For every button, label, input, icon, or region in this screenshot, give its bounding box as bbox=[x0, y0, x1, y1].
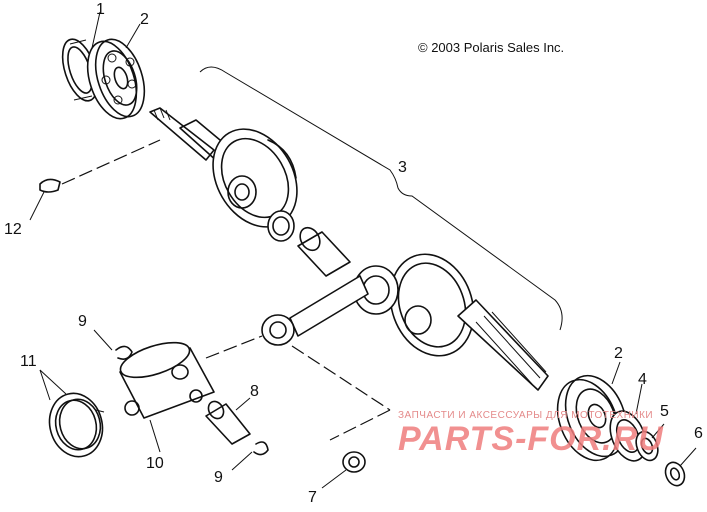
callout-5: 5 bbox=[660, 403, 669, 420]
callout-9-lower: 9 bbox=[214, 469, 223, 486]
part-11-piston-rings bbox=[48, 392, 105, 458]
part-3-needle-bearing bbox=[267, 210, 295, 242]
callout-2-top: 2 bbox=[140, 11, 149, 28]
part-3-bracket bbox=[199, 66, 563, 331]
assembly-lines bbox=[61, 139, 391, 441]
callout-2-bottom: 2 bbox=[614, 345, 623, 362]
callout-6: 6 bbox=[694, 425, 703, 442]
watermark-brand: PARTS-FOR.RU bbox=[398, 420, 664, 458]
part-9-circlip-upper bbox=[115, 345, 133, 360]
part-2-bearing-top bbox=[86, 38, 146, 120]
part-5-spacer bbox=[635, 430, 659, 462]
part-3-crank-half-right bbox=[389, 253, 549, 391]
callout-11: 11 bbox=[20, 353, 37, 370]
leader-lines bbox=[29, 11, 697, 489]
callout-3: 3 bbox=[398, 159, 407, 176]
callout-9-upper: 9 bbox=[78, 313, 87, 330]
part-9-circlip-lower bbox=[253, 441, 269, 456]
watermark-tagline: ЗАПЧАСТИ И АКСЕССУАРЫ ДЛЯ МОТОТЕХНИКИ bbox=[398, 410, 654, 421]
connecting-rod bbox=[261, 265, 399, 346]
part-12-woodruff-key bbox=[39, 178, 61, 193]
callout-8: 8 bbox=[250, 383, 259, 400]
callout-1: 1 bbox=[96, 1, 105, 18]
part-3-crank-pin bbox=[297, 226, 351, 277]
callout-4: 4 bbox=[638, 371, 647, 388]
part-2-bearing-bottom bbox=[556, 374, 628, 462]
part-3-crank-half-left bbox=[149, 107, 298, 228]
part-8-piston-pin bbox=[205, 400, 251, 445]
callout-12: 12 bbox=[4, 221, 22, 238]
part-6-washer bbox=[664, 461, 686, 487]
copyright-notice: © 2003 Polaris Sales Inc. bbox=[418, 40, 565, 55]
part-10-piston bbox=[119, 341, 215, 419]
callout-10: 10 bbox=[146, 455, 164, 472]
part-7-small-end-bearing bbox=[342, 451, 366, 473]
callout-7: 7 bbox=[308, 489, 317, 506]
